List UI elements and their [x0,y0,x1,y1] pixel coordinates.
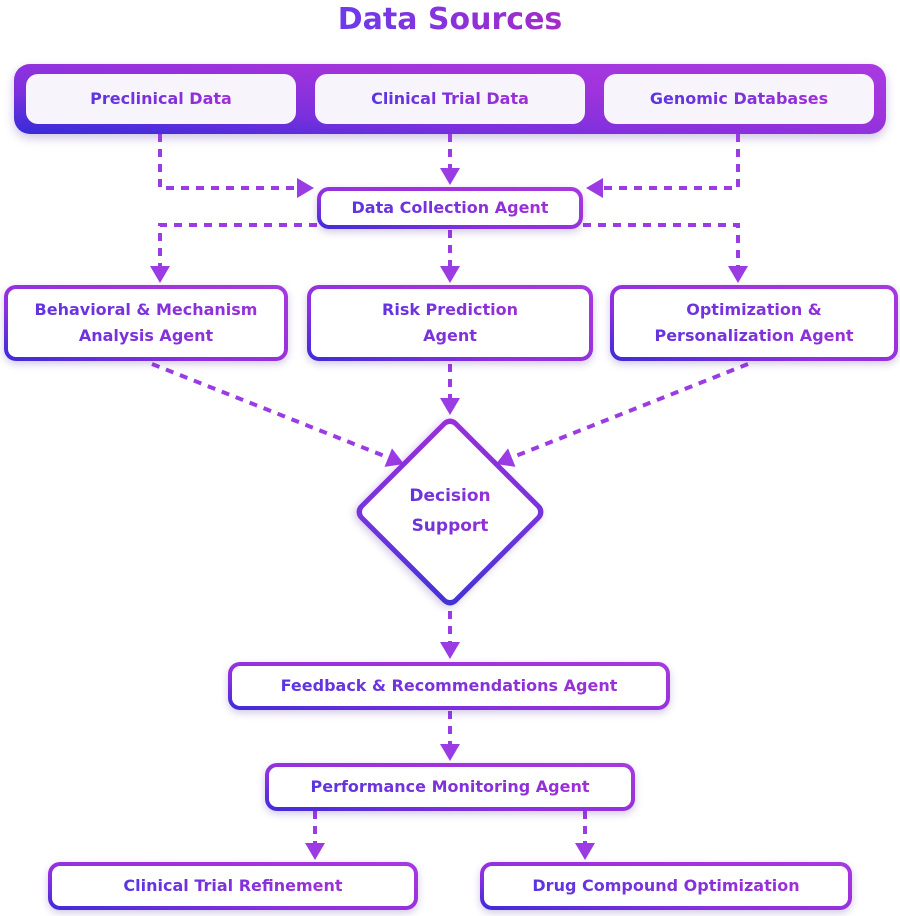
connector-decision-to-feedback [440,611,460,659]
arrowhead-down-icon [440,642,460,659]
connector-preclinical-to-collection [158,134,314,198]
node-label: Clinical Trial Data [371,86,529,112]
node-label: Performance Monitoring Agent [310,774,589,800]
connector-collection-to-behavioral [150,223,317,283]
node-box: Drug Compound Optimization [484,866,848,906]
node-box: Data Collection Agent [321,191,579,225]
arrowhead-left-icon [586,178,603,198]
page-title: Data Sources [338,0,563,40]
arrowhead-down-icon [150,266,170,283]
node-label: Decision Support [397,482,503,542]
node-label: Behavioral & Mechanism Analysis Agent [14,297,278,350]
connector-behavioral-to-decision [151,362,404,467]
connector-optimization-to-decision [496,362,749,467]
node-label: Preclinical Data [90,86,232,112]
node-label: Optimization & Personalization Agent [620,297,888,350]
node-drug-compound-optimization: Drug Compound Optimization [480,862,852,910]
connector-performance-to-refinement [305,811,325,860]
connector-collection-to-optimization [583,223,748,283]
arrowhead-down-icon [305,843,325,860]
connector-genomic-to-collection [586,134,740,198]
node-optimization-personalization-agent: Optimization & Personalization Agent [610,285,898,361]
node-feedback-recommendations-agent: Feedback & Recommendations Agent [228,662,670,710]
node-label: Data Collection Agent [352,195,549,221]
arrowhead-right-icon [297,178,314,198]
node-performance-monitoring-agent: Performance Monitoring Agent [265,763,635,811]
connector-feedback-to-performance [440,711,460,761]
data-sources-container: Preclinical Data Clinical Trial Data Gen… [14,64,886,134]
node-decision-support: Decision Support [352,414,548,610]
node-box: Optimization & Personalization Agent [614,289,894,357]
node-label: Risk Prediction Agent [365,297,535,350]
node-box: Behavioral & Mechanism Analysis Agent [8,289,284,357]
node-label: Genomic Databases [650,86,828,112]
arrowhead-down-icon [575,843,595,860]
node-box: Clinical Trial Refinement [52,866,414,906]
arrowhead-down-icon [728,266,748,283]
connector-risk-to-decision [440,364,460,415]
node-label: Feedback & Recommendations Agent [281,673,618,699]
title-row: Data Sources [0,0,900,40]
node-preclinical-data: Preclinical Data [26,74,296,124]
connector-clinical-to-collection [440,134,460,185]
connector-performance-to-drug [575,811,595,860]
node-box: Performance Monitoring Agent [269,767,631,807]
node-data-collection-agent: Data Collection Agent [317,187,583,229]
node-box: Feedback & Recommendations Agent [232,666,666,706]
arrowhead-down-icon [440,398,460,415]
arrowhead-down-icon [440,168,460,185]
node-box: Decision Support [381,443,519,581]
node-risk-prediction-agent: Risk Prediction Agent [307,285,593,361]
node-clinical-trial-refinement: Clinical Trial Refinement [48,862,418,910]
node-clinical-trial-data: Clinical Trial Data [315,74,585,124]
node-label: Drug Compound Optimization [532,873,799,899]
node-box: Risk Prediction Agent [311,289,589,357]
arrowhead-down-icon [440,266,460,283]
node-label: Clinical Trial Refinement [123,873,342,899]
arrowhead-down-icon [440,744,460,761]
node-behavioral-mechanism-analysis-agent: Behavioral & Mechanism Analysis Agent [4,285,288,361]
node-genomic-databases: Genomic Databases [604,74,874,124]
connector-collection-to-risk [440,230,460,283]
